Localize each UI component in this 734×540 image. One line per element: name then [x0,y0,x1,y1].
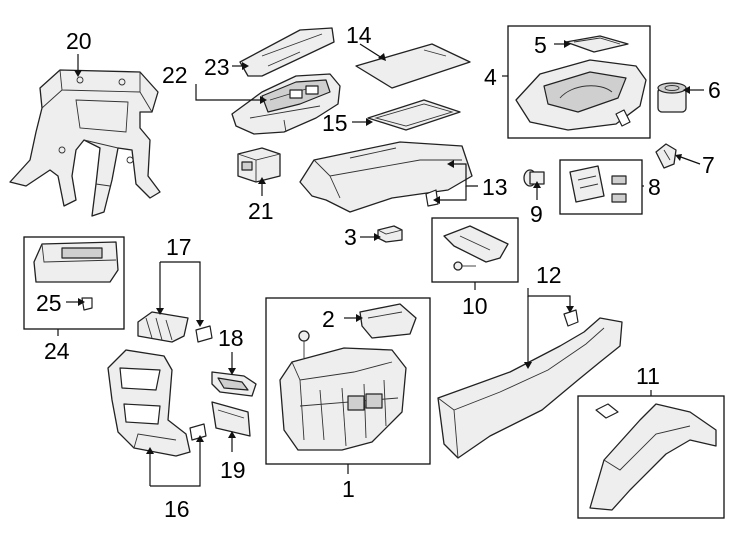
callout-5: 5 [534,32,547,58]
part-20-bracket [9,69,161,217]
box-8 [559,159,643,215]
box-24 [23,236,125,330]
part-15-mat [367,99,461,131]
callout-16: 16 [164,496,190,522]
part-13-panel [299,141,473,213]
callout-2: 2 [322,306,335,332]
callout-15: 15 [322,110,348,136]
callout-labels: 20 23 22 14 15 21 13 3 5 4 6 7 8 9 10 12… [36,22,721,522]
callout-22: 22 [162,62,188,88]
part-7-clip [655,143,677,169]
callout-23: 23 [204,54,230,80]
callout-12: 12 [536,262,562,288]
box-11 [577,395,725,519]
part-19 [211,401,251,437]
part-9-grommet [523,169,545,187]
part-21-switch [237,147,281,183]
callout-10: 10 [462,293,488,319]
part-17-vent [137,311,213,343]
callout-11: 11 [636,363,660,389]
callout-8: 8 [648,174,661,200]
leader-lines [57,40,704,487]
callout-13: 13 [482,174,508,200]
part-16-rear-panel [107,349,207,457]
callout-1: 1 [342,476,355,502]
callout-19: 19 [220,457,246,483]
part-23-trim [239,27,335,77]
callout-7: 7 [702,152,715,178]
part-6-socket [657,82,687,113]
part-3-clip [377,225,403,243]
box-4 [507,25,651,139]
part-18 [211,371,257,397]
callout-3: 3 [344,224,357,250]
part-12-side-panel [437,309,623,459]
callout-4: 4 [484,64,497,90]
callout-25: 25 [36,290,62,316]
part-14-mat [355,43,471,89]
callout-21: 21 [248,198,274,224]
callout-6: 6 [708,77,721,103]
callout-18: 18 [218,325,244,351]
callout-24: 24 [44,338,70,364]
callout-20: 20 [66,28,92,54]
callout-17: 17 [166,234,192,260]
callout-14: 14 [346,22,372,48]
box-10 [431,217,519,283]
callout-9: 9 [530,201,543,227]
box-1 [265,297,431,465]
part-22-shifter [231,73,341,135]
